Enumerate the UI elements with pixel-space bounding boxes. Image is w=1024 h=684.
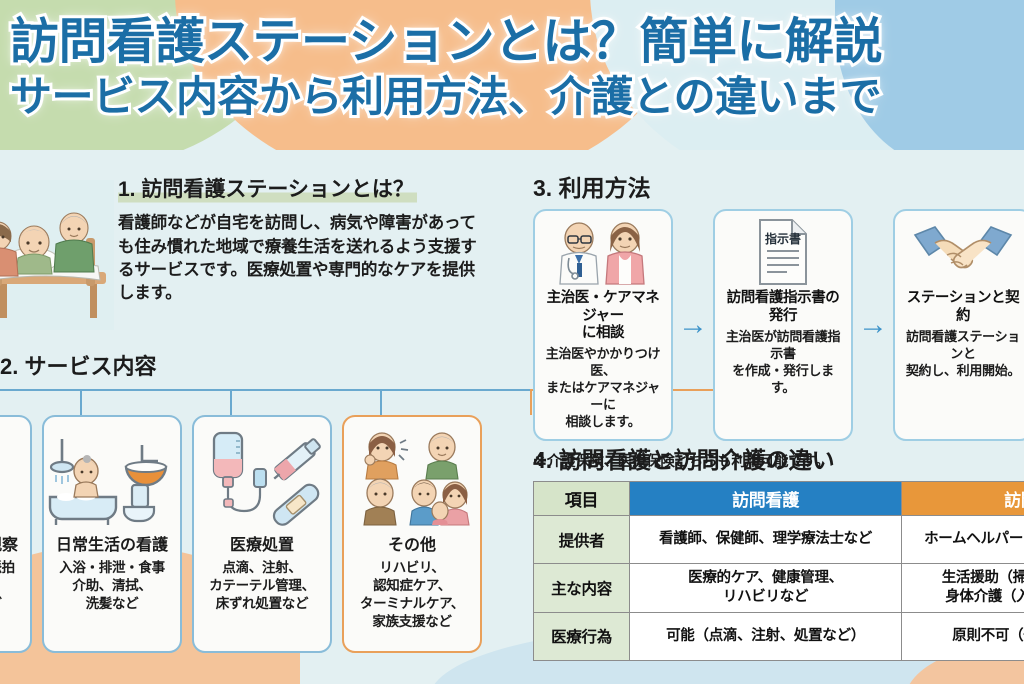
service-card-desc: 点滴、注射、カテーテル管理、床ずれ処置など — [209, 560, 315, 611]
handshake-icon — [913, 217, 1013, 287]
service-card-desc: リハビリ、認知症ケア、ターミナルケア、家族支援など — [359, 560, 465, 629]
service-card-title: 日常生活の看護 — [55, 537, 168, 555]
family-group-people-icon — [350, 425, 475, 529]
flow-step-card[interactable]: 指示書 訪問看護指示書の発行 主治医が訪問看護指示書を作成・発行します。 — [713, 209, 853, 441]
table-cell-care: 原則不可（一部例外あり） — [901, 611, 1024, 661]
tree-stem-5 — [530, 389, 532, 416]
service-card-desc: 体温・血圧・脈拍の測定、観察、服薬管理など — [0, 560, 15, 611]
service-card[interactable]: 健康状態の観察 体温・血圧・脈拍の測定、観察、服薬管理など — [0, 415, 32, 654]
service-card-title: 健康状態の観察 — [0, 537, 18, 555]
tree-stem-2 — [80, 389, 82, 416]
section-3-note: ※介護保険、医療保険どちらも利用可能です。 — [533, 453, 830, 470]
headline-subtitle: サービス内容から利用方法、介護との違いまで — [7, 73, 885, 121]
usage-flow: 主治医・ケアマネジャーに相談 主治医やかかりつけ医、またはケアマネジャーに相談し… — [533, 209, 1024, 441]
headline-banner: 訪問看護ステーションとは？簡単に解説 サービス内容から利用方法、介護との違いまで — [0, 15, 1024, 121]
section-2-heading: 2. サービス内容 — [0, 354, 157, 379]
service-card[interactable]: 日常生活の看護 入浴・排泄・食事介助、清拭、洗髪など — [42, 415, 182, 654]
headline-main: 訪問看護ステーションとは？簡単に解説 — [7, 15, 886, 70]
table-row-label: 提供者 — [533, 515, 630, 565]
iv-drip-syringe-bandage-icon — [200, 425, 325, 529]
comparison-table: 項目 訪問看護 訪問介護 提供者 看護師、保健師、理学療法士など ホームヘルパー… — [533, 481, 1024, 661]
service-card-title: その他 — [387, 537, 436, 555]
flow-arrow-icon: → — [858, 308, 888, 342]
table-row: 医療行為 可能（点滴、注射、処置など） 原則不可（一部例外あり） — [533, 611, 1024, 661]
table-row-label: 主な内容 — [533, 563, 630, 613]
table-cell-nursing: 可能（点滴、注射、処置など） — [629, 611, 902, 661]
service-card[interactable]: 医療処置 点滴、注射、カテーテル管理、床ずれ処置など — [192, 415, 332, 654]
section-3-heading: 3. 利用方法 — [533, 175, 651, 201]
table-row: 提供者 看護師、保健師、理学療法士など ホームヘルパー（介護福祉士など） — [533, 515, 1024, 565]
table-header-item: 項目 — [533, 481, 630, 517]
flow-step-desc: 主治医やかかりつけ医、またはケアマネジャーに相談します。 — [545, 346, 661, 430]
doctor-and-care-manager-icon — [549, 217, 657, 287]
table-row-label: 医療行為 — [533, 611, 630, 661]
vitals-monitor-thermometer-icon — [0, 425, 17, 529]
flow-step-title: 訪問看護指示書の発行 — [726, 290, 840, 324]
section-3-how-to-use: 3. 利用方法 — [533, 175, 1024, 471]
tree-stem-4 — [380, 389, 382, 416]
flow-arrow-icon: → — [678, 308, 708, 342]
table-row: 主な内容 医療的ケア、健康管理、リハビリなど 生活援助（掃除、洗濯など）、身体介… — [533, 563, 1024, 613]
section-4-comparison: 4. 訪問看護と訪問介護の違い 項目 訪問看護 訪問介護 提供者 看護師、保健師… — [533, 447, 1024, 661]
service-card-desc: 入浴・排泄・食事介助、清拭、洗髪など — [59, 560, 165, 611]
table-cell-nursing: 医療的ケア、健康管理、リハビリなど — [629, 563, 902, 613]
tree-bar-blue — [0, 389, 530, 392]
section-2-services: 2. サービス内容 健康状態の観察 体温・血圧・脈拍の測定、観察、服薬管理など — [0, 354, 780, 654]
table-cell-care: 生活援助（掃除、洗濯など）、身体介護（入浴、排泄など） — [901, 563, 1024, 613]
service-connector-tree — [0, 389, 780, 416]
section-1-body-text: 看護師などが自宅を訪問し、病気や障害があっても住み慣れた地域で療養生活を送れるよ… — [118, 214, 477, 303]
table-cell-nursing: 看護師、保健師、理学療法士など — [629, 515, 902, 565]
table-cell-care: ホームヘルパー（介護福祉士など） — [901, 515, 1024, 565]
nurse-visit-illustration — [0, 180, 114, 330]
flow-step-desc: 訪問看護ステーションと契約し、利用開始。 — [905, 329, 1021, 378]
section-4-heading: 4. 訪問看護と訪問介護の違い — [533, 447, 835, 473]
flow-step-title: 主治医・ケアマネジャーに相談 — [546, 290, 660, 342]
service-card-list: 健康状態の観察 体温・血圧・脈拍の測定、観察、服薬管理など — [0, 415, 512, 654]
service-card-title: 医療処置 — [229, 537, 294, 555]
section-1-what-is: 1. 訪問看護ステーションとは？ 看護師などが自宅を訪問し、病気や障害があっても… — [0, 172, 510, 337]
document-label: 指示書 — [765, 231, 801, 246]
section-1-text: 1. 訪問看護ステーションとは？ 看護師などが自宅を訪問し、病気や障害があっても… — [118, 178, 490, 306]
service-card[interactable]: その他 リハビリ、認知症ケア、ターミナルケア、家族支援など — [342, 415, 482, 654]
tree-stem-3 — [230, 389, 232, 416]
flow-step-desc: 主治医が訪問看護指示書を作成・発行します。 — [725, 329, 841, 395]
flow-step-card[interactable]: 主治医・ケアマネジャーに相談 主治医やかかりつけ医、またはケアマネジャーに相談し… — [533, 209, 673, 441]
instruction-document-icon: 指示書 — [750, 217, 816, 287]
table-header-care: 訪問介護 — [901, 481, 1024, 517]
bath-toilet-washbasin-icon — [46, 425, 178, 529]
table-header-nursing: 訪問看護 — [629, 481, 902, 517]
section-1-heading: 1. 訪問看護ステーションとは？ — [118, 178, 417, 204]
flow-step-card[interactable]: ステーションと契約 訪問看護ステーションと契約し、利用開始。 — [893, 209, 1024, 441]
flow-step-title: ステーションと契約 — [906, 290, 1020, 324]
table-header-row: 項目 訪問看護 訪問介護 — [533, 481, 1024, 517]
